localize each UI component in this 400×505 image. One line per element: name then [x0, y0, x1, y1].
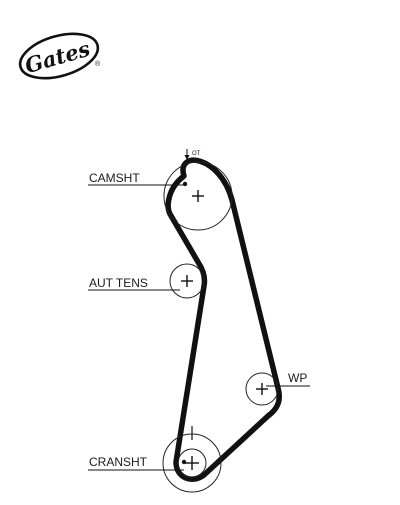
water-pump-callout: WP: [266, 371, 310, 387]
water-pump-pulley-circle: [245, 372, 279, 406]
crankshaft-timing-dot: [181, 459, 187, 465]
camshaft-pulley: [163, 161, 233, 231]
timing-mark: OT: [184, 149, 201, 160]
logo-wordmark: Gates: [22, 36, 93, 78]
crankshaft-callout: CRANSHT: [88, 455, 184, 471]
crankshaft-pulley-circle: [177, 448, 207, 478]
tensioner-label: AUT TENS: [89, 276, 148, 290]
timing-mark-label: OT: [192, 151, 201, 157]
camshaft-pulley-circle: [163, 161, 233, 231]
timing-mark-arrowhead: [184, 155, 190, 160]
tensioner-pulley: [169, 263, 205, 299]
logo-oval: [18, 32, 100, 80]
timing-belt: [165, 157, 282, 482]
tensioner-callout: AUT TENS: [88, 276, 180, 291]
gates-logo: Gates ®: [18, 32, 101, 80]
water-pump-pulley: [245, 372, 279, 406]
camshaft-callout: CAMSHT: [88, 171, 184, 186]
crankshaft-label: CRANSHT: [89, 455, 148, 469]
water-pump-label: WP: [288, 371, 307, 385]
crankshaft-pulley: [162, 426, 222, 493]
camshaft-label: CAMSHT: [89, 171, 140, 185]
logo-trademark: ®: [95, 60, 101, 68]
tensioner-pulley-circle: [169, 263, 205, 299]
camshaft-timing-dot: [182, 181, 188, 187]
